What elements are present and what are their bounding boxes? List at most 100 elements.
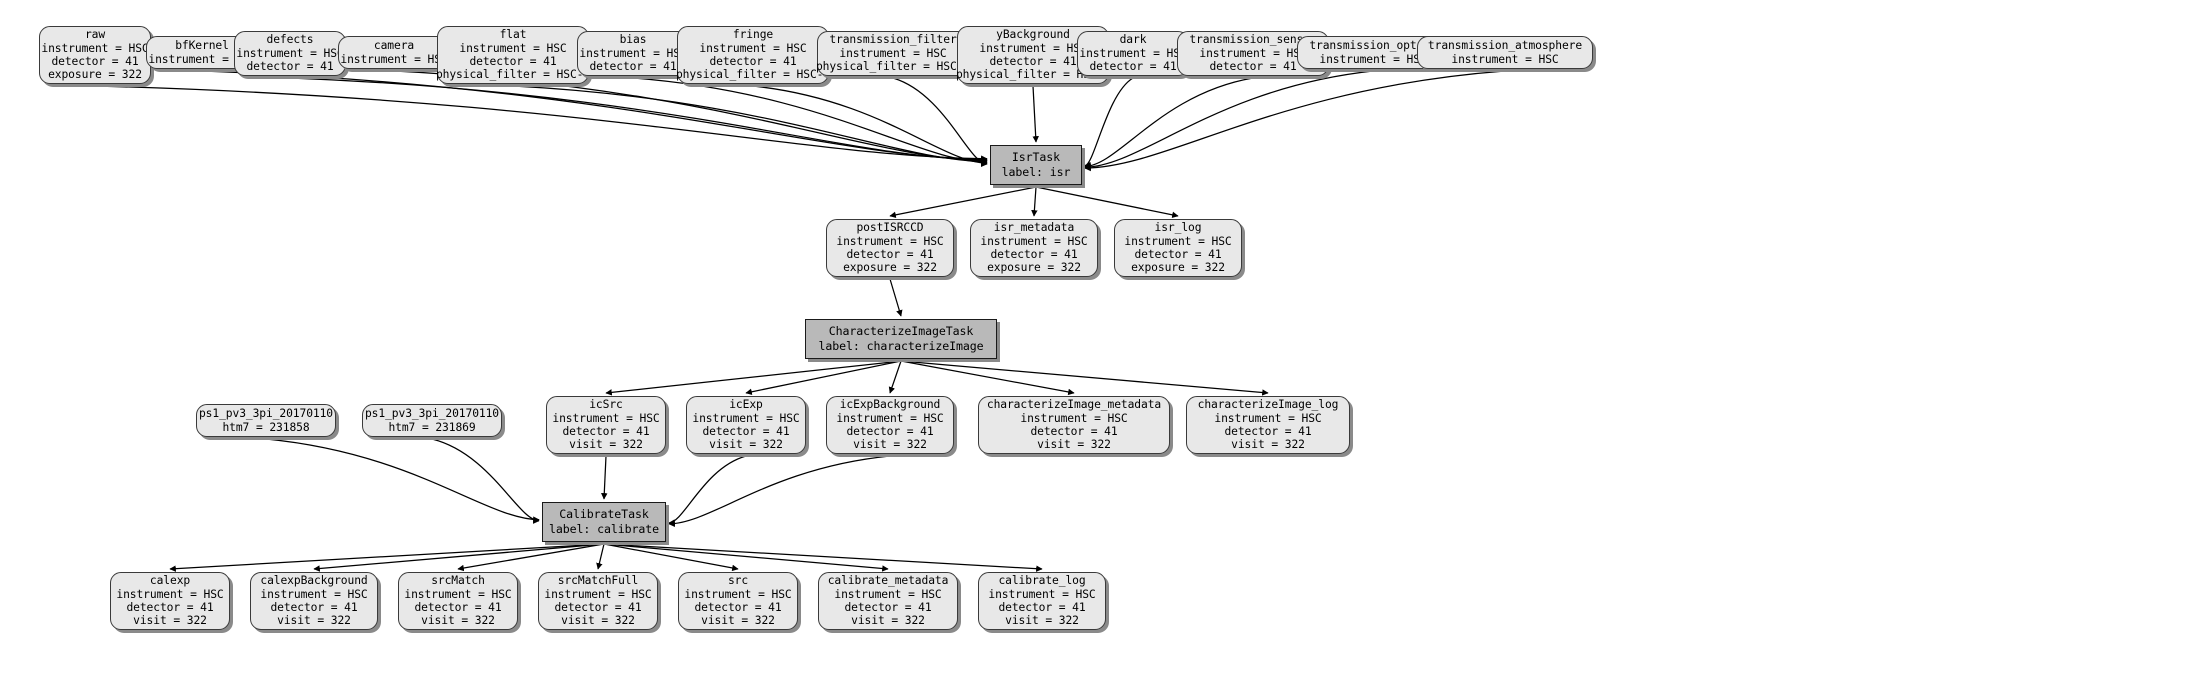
- node-attribute: instrument = HSC: [552, 411, 660, 425]
- edge-CharacterizeImageTask-to-icExpBackground: [888, 360, 902, 394]
- edge-bias-to-IsrTask: [632, 77, 988, 166]
- node-attribute: instrument = HSC: [1124, 234, 1232, 248]
- node-title: dark: [1119, 33, 1147, 47]
- node-attribute: detector = 41: [589, 60, 677, 74]
- node-attribute: physical_filter = HSC-Y: [435, 68, 591, 82]
- edge-CharacterizeImageTask-to-icExp: [745, 360, 902, 396]
- edge-CalibrateTask-to-calibrate_log: [603, 543, 1043, 572]
- node-attribute: instrument = HSC: [41, 41, 149, 55]
- node-attribute: detector = 41: [1134, 248, 1222, 261]
- node-attribute: detector = 41: [1089, 60, 1177, 74]
- edge-IsrTask-to-isr_log: [1035, 186, 1179, 219]
- node-attribute: detector = 41: [844, 601, 932, 614]
- node-attribute: label: isr: [1001, 165, 1071, 179]
- edge-icExpBackground-to-CalibrateTask: [668, 455, 891, 528]
- node-attribute: visit = 322: [709, 438, 783, 452]
- node-attribute: detector = 41: [246, 60, 334, 74]
- node-title: CharacterizeImageTask: [828, 324, 974, 338]
- node-title: bfKernel: [175, 39, 229, 53]
- node-title: camera: [373, 39, 415, 53]
- node-title: icExp: [729, 398, 763, 412]
- node-attribute: visit = 322: [277, 614, 351, 628]
- node-attribute: instrument = HSC: [236, 46, 344, 60]
- node-title: srcMatch: [431, 574, 485, 588]
- node-attribute: detector = 41: [990, 248, 1078, 261]
- node-title: raw: [84, 28, 106, 42]
- node-attribute: exposure = 322: [987, 261, 1081, 275]
- node-attribute: visit = 322: [1037, 438, 1111, 452]
- edge-CalibrateTask-to-calibrate_metadata: [603, 543, 889, 572]
- edge-bfKernel-to-IsrTask: [201, 70, 988, 163]
- node-attribute: detector = 41: [709, 55, 797, 68]
- node-attribute: visit = 322: [569, 438, 643, 452]
- edge-postISRCCD-to-CharacterizeImageTask: [889, 278, 903, 317]
- node-attribute: htm7 = 231869: [388, 420, 476, 434]
- node-title: ps1_pv3_3pi_20170110: [364, 407, 500, 421]
- node-attribute: htm7 = 231858: [222, 420, 310, 434]
- node-attribute: instrument = HSC: [544, 587, 652, 601]
- node-title: calexpBackground: [260, 574, 368, 588]
- node-attribute: label: characterizeImage: [818, 339, 984, 353]
- node-title: src: [727, 574, 749, 588]
- node-title: flat: [499, 28, 527, 42]
- node-attribute: detector = 41: [469, 55, 557, 68]
- node-attribute: instrument = HSC: [692, 411, 800, 425]
- node-attribute: instrument = HSC: [836, 411, 944, 425]
- node-title: characterizeImage_metadata: [986, 398, 1162, 412]
- node-attribute: detector = 41: [846, 425, 934, 438]
- node-title: isr_metadata: [993, 221, 1075, 235]
- node-attribute: detector = 41: [51, 55, 139, 68]
- node-attribute: label: calibrate: [548, 522, 660, 536]
- node-title: isr_log: [1154, 221, 1202, 235]
- node-title: postISRCCD: [856, 221, 924, 235]
- node-attribute: visit = 322: [133, 614, 207, 628]
- node-attribute: instrument = HSC: [579, 46, 687, 60]
- node-title: srcMatchFull: [557, 574, 639, 588]
- node-attribute: instrument = HSC: [1199, 46, 1307, 60]
- edge-CalibrateTask-to-srcMatch: [457, 543, 605, 572]
- node-attribute: visit = 322: [421, 614, 495, 628]
- node-attribute: exposure = 322: [1131, 261, 1225, 275]
- node-attribute: detector = 41: [989, 55, 1077, 68]
- node-title: yBackground: [996, 28, 1070, 42]
- node-attribute: visit = 322: [701, 614, 775, 628]
- node-title: transmission_optics: [1309, 39, 1437, 53]
- node-attribute: instrument = HSC: [1020, 411, 1128, 425]
- edge-CharacterizeImageTask-to-characterizeImage_metadata: [900, 360, 1075, 396]
- node-attribute: instrument = HSC: [340, 52, 448, 66]
- node-attribute: exposure = 322: [843, 261, 937, 275]
- node-attribute: instrument = HSC: [1214, 411, 1322, 425]
- edge-transmission_atmosphere-to-IsrTask: [1084, 70, 1506, 172]
- node-attribute: detector = 41: [998, 601, 1086, 614]
